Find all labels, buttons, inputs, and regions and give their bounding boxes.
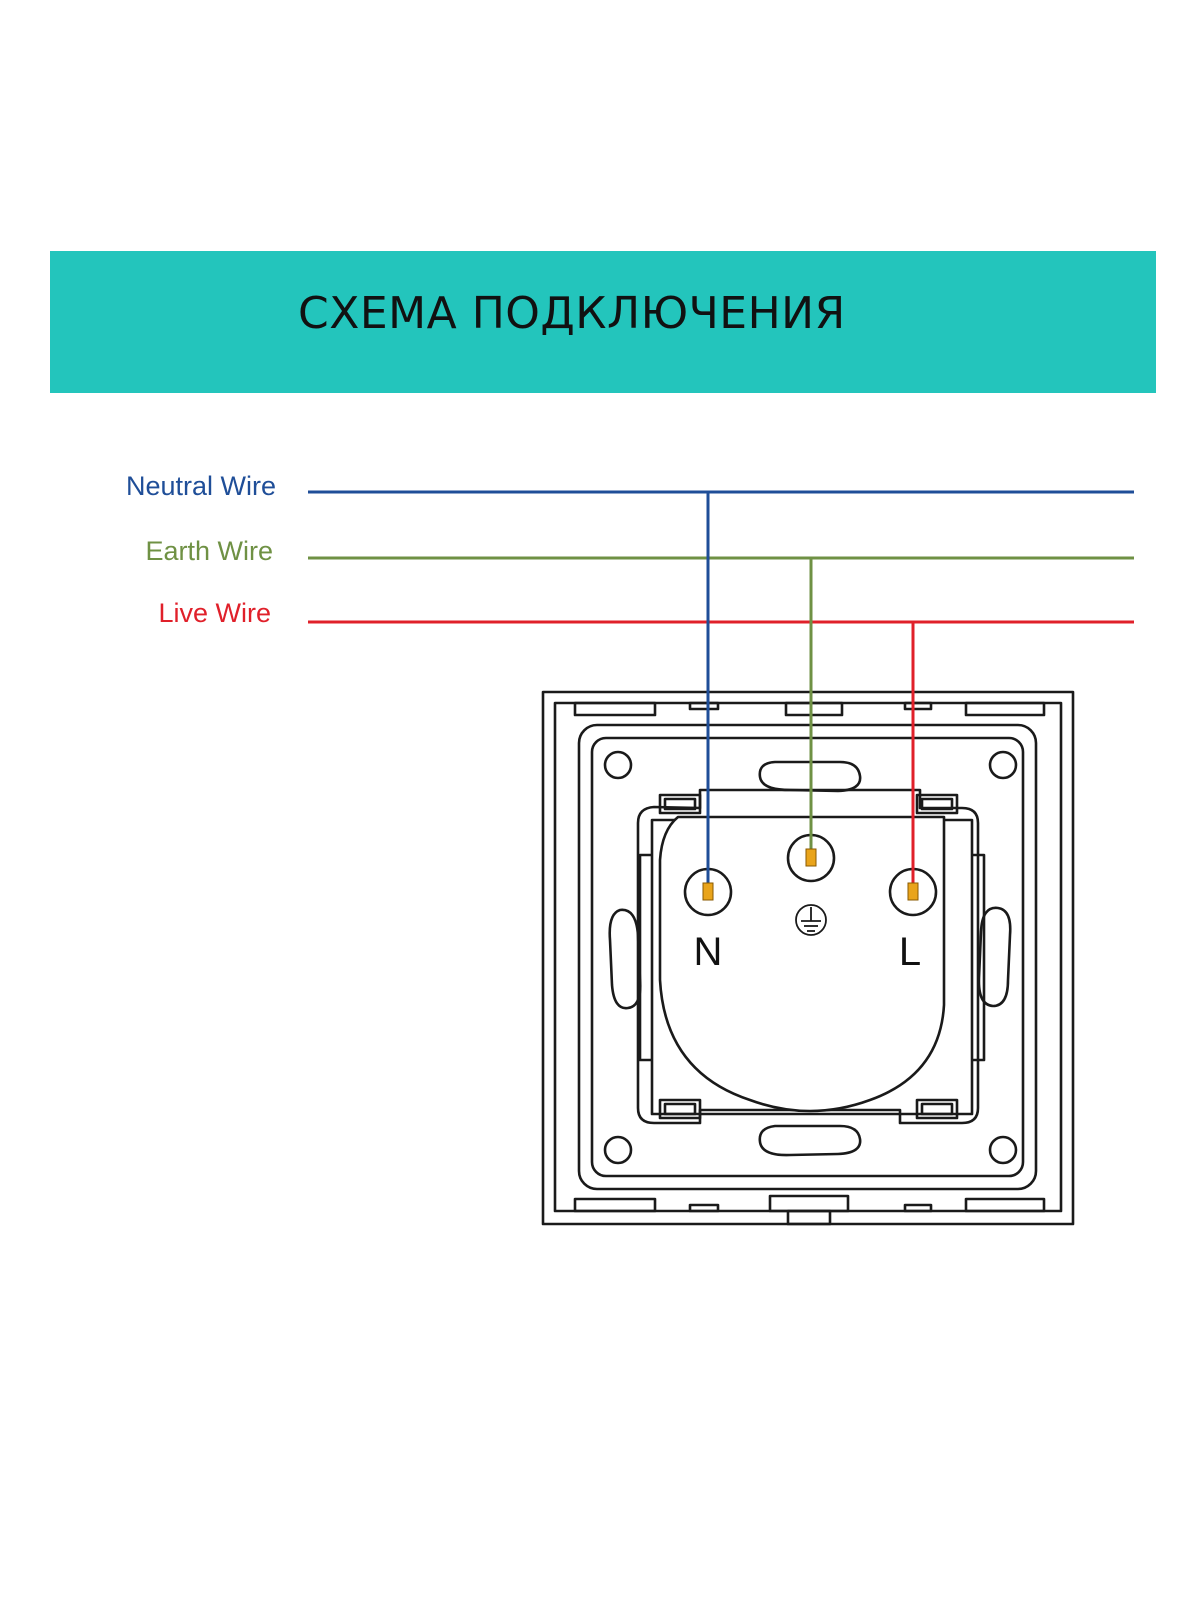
socket-outline — [541, 690, 1075, 1226]
live-terminal-label: L — [899, 930, 921, 974]
page-title: СХЕМА ПОДКЛЮЧЕНИЯ — [298, 288, 846, 339]
neutral-wire-label: Neutral Wire — [125, 471, 276, 501]
earth-ground-icon — [795, 904, 827, 936]
live-wire-label: Live Wire — [158, 598, 271, 628]
neutral-pin — [702, 882, 714, 901]
title-banner — [50, 251, 1156, 393]
earth-pin — [805, 848, 817, 867]
neutral-terminal-label: N — [694, 930, 723, 974]
earth-wire-label: Earth Wire — [145, 536, 273, 566]
live-pin — [907, 882, 919, 901]
